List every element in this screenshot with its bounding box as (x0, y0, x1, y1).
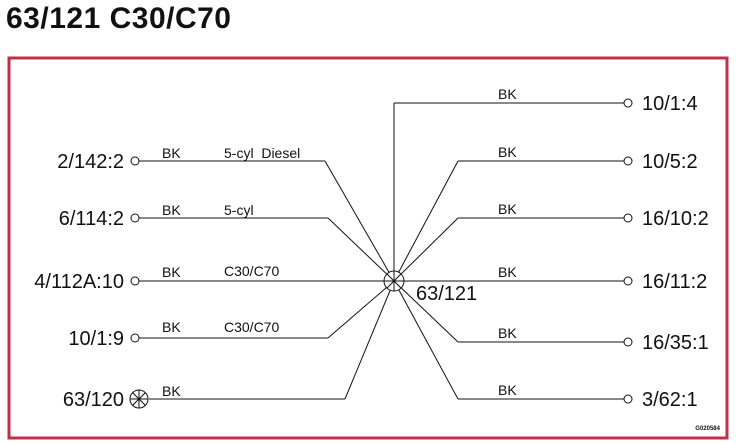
splice-label: 63/121 (416, 283, 477, 305)
left-wire-3: 4/112A:10 BK C30/C70 (34, 263, 384, 293)
right-wire-5: 16/35:1 BK (393, 280, 709, 354)
figure-code: G020584 (695, 426, 720, 432)
terminal-label: 10/1:4 (642, 93, 698, 115)
central-splice-icon (383, 270, 405, 292)
right-wire-1: 10/1:4 BK (393, 86, 698, 281)
left-wire-2: 6/114:2 BK 5-cyl (59, 202, 395, 282)
wire-note-label: 5-cyl Diesel (224, 145, 300, 161)
wire-color-label: BK (162, 145, 181, 161)
wire-color-label: BK (498, 86, 517, 102)
wire-note-label: C30/C70 (224, 263, 279, 279)
terminal-dot-icon (623, 394, 633, 404)
terminal-label: 16/10:2 (642, 208, 709, 230)
terminal-dot-icon (623, 276, 633, 286)
wire-color-label: BK (162, 264, 181, 280)
wire-color-label: BK (498, 201, 517, 217)
wire-color-label: BK (498, 325, 517, 341)
diagram-frame (7, 56, 729, 440)
terminal-dot-icon (623, 98, 633, 108)
terminal-dot-icon (623, 337, 633, 347)
wire-color-label: BK (162, 202, 181, 218)
right-wire-4: 16/11:2 BK (404, 264, 707, 293)
splice-point-icon (129, 389, 149, 409)
terminal-dot-icon (130, 213, 140, 223)
terminal-label: 10/5:2 (642, 151, 698, 173)
page-title: 63/121 C30/C70 (6, 2, 232, 35)
wire-color-label: BK (162, 319, 181, 335)
terminal-label: 4/112A:10 (34, 271, 124, 293)
left-wire-1: 2/142:2 BK 5-cyl Diesel (57, 145, 395, 282)
terminal-label: 3/62:1 (642, 389, 698, 411)
terminal-dot-icon (130, 156, 140, 166)
right-wire-2: 10/5:2 BK (393, 144, 698, 282)
terminal-dot-icon (623, 213, 633, 223)
right-wire-3: 16/10:2 BK (393, 201, 709, 282)
right-wire-6: 3/62:1 BK (393, 280, 698, 411)
left-wire-5: 63/120 BK (63, 280, 395, 411)
terminal-label: 16/11:2 (642, 271, 707, 293)
terminal-label: 2/142:2 (57, 151, 124, 173)
wire-color-label: BK (498, 264, 517, 280)
terminal-label: 16/35:1 (642, 332, 709, 354)
wire-note-label: C30/C70 (224, 319, 279, 335)
terminal-dot-icon (623, 156, 633, 166)
wire-color-label: BK (498, 144, 517, 160)
terminal-label: 6/114:2 (59, 208, 124, 230)
left-wire-4: 10/1:9 BK C30/C70 (68, 280, 395, 350)
wire-note-label: 5-cyl (224, 202, 254, 218)
terminal-dot-icon (130, 276, 140, 286)
terminal-label: 10/1:9 (68, 328, 124, 350)
terminal-label: 63/120 (63, 389, 124, 411)
wire-color-label: BK (162, 383, 181, 399)
terminal-dot-icon (130, 333, 140, 343)
wire-color-label: BK (498, 382, 517, 398)
